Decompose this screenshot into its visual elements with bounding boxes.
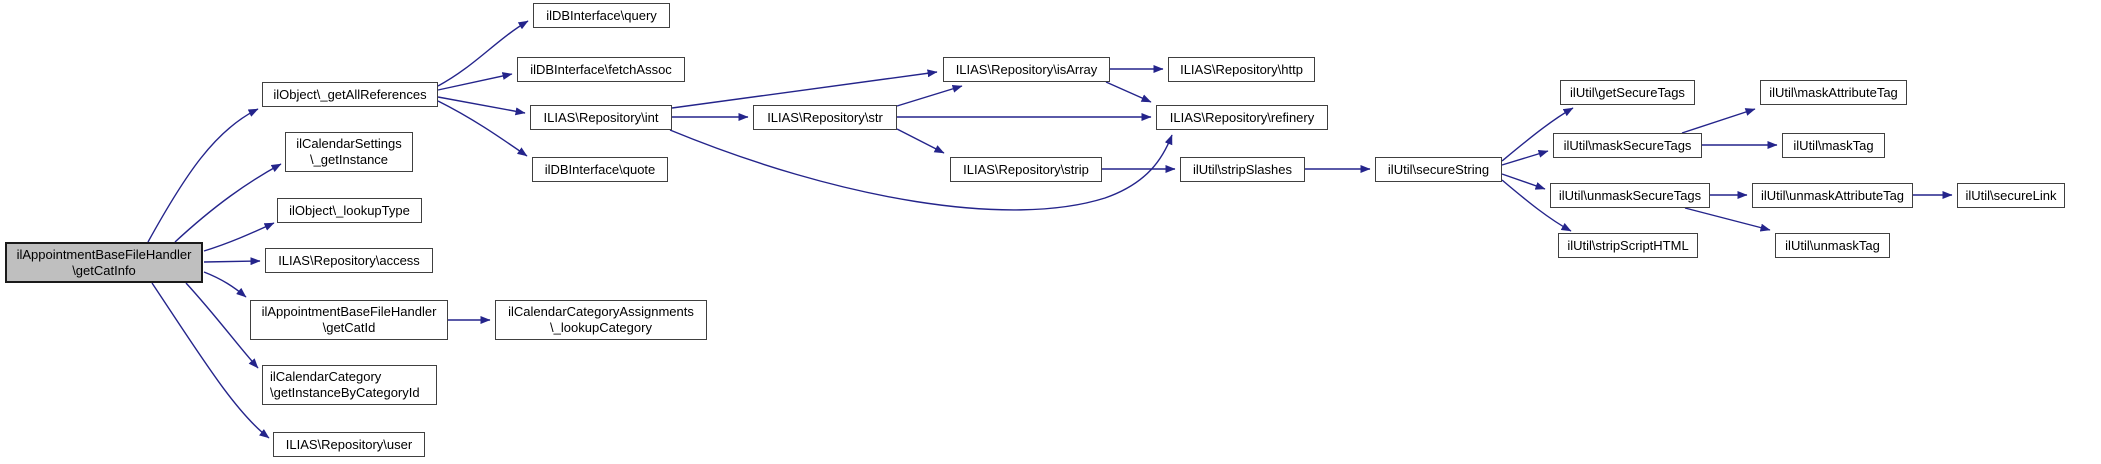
graph-node-label: ilUtil\unmaskAttributeTag	[1760, 187, 1905, 203]
graph-node-label: ILIAS\Repository\int	[543, 109, 659, 125]
graph-node-label: \getInstanceByCategoryId	[270, 385, 420, 400]
graph-node-http[interactable]: ILIAS\Repository\http	[1168, 57, 1315, 82]
graph-node-getInstanceByCategoryId[interactable]: ilCalendarCategory\getInstanceByCategory…	[262, 365, 437, 405]
graph-node-getSecureTags[interactable]: ilUtil\getSecureTags	[1560, 80, 1695, 105]
graph-node-unmaskAttributeTag[interactable]: ilUtil\unmaskAttributeTag	[1752, 183, 1913, 208]
call-edge-secureString-to-maskSecureTags	[1501, 149, 1549, 166]
graph-node-unmaskSecureTags[interactable]: ilUtil\unmaskSecureTags	[1550, 183, 1710, 208]
graph-node-label: ilUtil\secureString	[1387, 161, 1490, 177]
graph-node-query[interactable]: ilDBInterface\query	[533, 3, 670, 28]
graph-node-getAllReferences[interactable]: ilObject\_getAllReferences	[262, 82, 438, 107]
graph-node-label: ILIAS\Repository\refinery	[1169, 109, 1315, 125]
call-edge-getCatInfo-to-getInstanceByCategoryId	[185, 282, 259, 369]
graph-node-fetchAssoc[interactable]: ilDBInterface\fetchAssoc	[517, 57, 685, 82]
graph-node-label: ilUtil\unmaskSecureTags	[1558, 187, 1702, 203]
graph-node-secureString[interactable]: ilUtil\secureString	[1375, 157, 1502, 182]
graph-node-isArray[interactable]: ILIAS\Repository\isArray	[943, 57, 1110, 82]
graph-node-access[interactable]: ILIAS\Repository\access	[265, 248, 433, 273]
graph-node-label: ILIAS\Repository\str	[767, 109, 883, 125]
graph-node-label: ilUtil\maskTag	[1793, 137, 1874, 153]
graph-node-label: ILIAS\Repository\strip	[963, 161, 1089, 177]
graph-node-label: ilUtil\stripScriptHTML	[1567, 237, 1689, 253]
call-edge-getAllReferences-to-int	[437, 96, 526, 116]
graph-node-label: ilCalendarCategoryAssignments	[508, 304, 694, 319]
graph-node-label: ilUtil\maskAttributeTag	[1769, 84, 1898, 100]
graph-node-label: ilUtil\unmaskTag	[1785, 237, 1880, 253]
call-edge-getAllReferences-to-fetchAssoc	[437, 72, 513, 91]
graph-node-label: \getCatId	[322, 320, 376, 335]
graph-node-label: ilUtil\maskSecureTags	[1563, 137, 1692, 153]
graph-node-getCatId[interactable]: ilAppointmentBaseFileHandler\getCatId	[250, 300, 448, 340]
graph-node-getCatInfo[interactable]: ilAppointmentBaseFileHandler\getCatInfo	[5, 242, 203, 283]
call-edge-getAllReferences-to-query	[437, 20, 529, 87]
graph-node-label: ilObject\_lookupType	[289, 202, 410, 218]
graph-node-label: ilDBInterface\quote	[544, 161, 656, 177]
graph-node-str[interactable]: ILIAS\Repository\str	[753, 105, 897, 130]
graph-node-label: \_getInstance	[309, 152, 389, 167]
graph-node-label: \getCatInfo	[72, 262, 136, 278]
graph-node-label: ilCalendarSettings	[296, 136, 402, 151]
graph-node-label: ilUtil\stripSlashes	[1193, 161, 1292, 177]
graph-node-label: ILIAS\Repository\user	[285, 436, 413, 452]
call-edge-getCatInfo-to-getCatId	[203, 271, 247, 298]
graph-node-label: \_lookupCategory	[550, 320, 652, 335]
graph-node-label: ILIAS\Repository\access	[278, 252, 420, 268]
graph-node-maskTag[interactable]: ilUtil\maskTag	[1782, 133, 1885, 158]
graph-node-label: ILIAS\Repository\http	[1180, 61, 1303, 77]
call-edge-getCatInfo-to-getInstance	[174, 163, 282, 243]
call-edge-getCatInfo-to-access	[203, 257, 261, 266]
graph-node-strip[interactable]: ILIAS\Repository\strip	[950, 157, 1102, 182]
graph-node-stripSlashes[interactable]: ilUtil\stripSlashes	[1180, 157, 1305, 182]
graph-node-label: ILIAS\Repository\isArray	[955, 61, 1098, 77]
graph-node-label: ilCalendarCategory	[270, 369, 382, 384]
call-edge-unmaskSecureTags-to-unmaskTag	[1684, 207, 1771, 232]
graph-node-getInstance[interactable]: ilCalendarSettings\_getInstance	[285, 132, 413, 172]
graph-node-lookupType[interactable]: ilObject\_lookupType	[277, 198, 422, 223]
graph-node-label: ilObject\_getAllReferences	[273, 86, 427, 102]
graph-node-secureLink[interactable]: ilUtil\secureLink	[1957, 183, 2065, 208]
call-edge-getCatInfo-to-getAllReferences	[147, 108, 259, 243]
graph-node-quote[interactable]: ilDBInterface\quote	[532, 157, 668, 182]
graph-node-stripScriptHTML[interactable]: ilUtil\stripScriptHTML	[1558, 233, 1698, 258]
call-edge-int-to-isArray	[671, 69, 938, 109]
graph-node-label: ilDBInterface\fetchAssoc	[530, 61, 672, 77]
graph-node-unmaskTag[interactable]: ilUtil\unmaskTag	[1775, 233, 1890, 258]
graph-node-label: ilAppointmentBaseFileHandler	[16, 246, 192, 262]
graph-node-label: ilUtil\secureLink	[1965, 187, 2057, 203]
graph-node-int[interactable]: ILIAS\Repository\int	[530, 105, 672, 130]
call-edge-maskSecureTags-to-maskAttributeTag	[1681, 108, 1756, 134]
call-edge-str-to-strip	[896, 128, 945, 154]
call-edge-secureString-to-unmaskSecureTags	[1501, 173, 1546, 190]
graph-node-refinery[interactable]: ILIAS\Repository\refinery	[1156, 105, 1328, 130]
call-edge-getAllReferences-to-quote	[437, 100, 528, 157]
graph-node-user[interactable]: ILIAS\Repository\user	[273, 432, 425, 457]
call-edge-str-to-isArray	[896, 84, 963, 107]
call-edge-getCatInfo-to-lookupType	[203, 222, 275, 252]
graph-node-label: ilAppointmentBaseFileHandler	[261, 304, 437, 319]
graph-node-label: ilDBInterface\query	[546, 7, 657, 23]
call-edge-isArray-to-refinery	[1105, 81, 1152, 103]
graph-node-maskAttributeTag[interactable]: ilUtil\maskAttributeTag	[1760, 80, 1907, 105]
graph-node-lookupCategory[interactable]: ilCalendarCategoryAssignments\_lookupCat…	[495, 300, 707, 340]
graph-node-maskSecureTags[interactable]: ilUtil\maskSecureTags	[1553, 133, 1702, 158]
graph-node-label: ilUtil\getSecureTags	[1570, 84, 1685, 100]
